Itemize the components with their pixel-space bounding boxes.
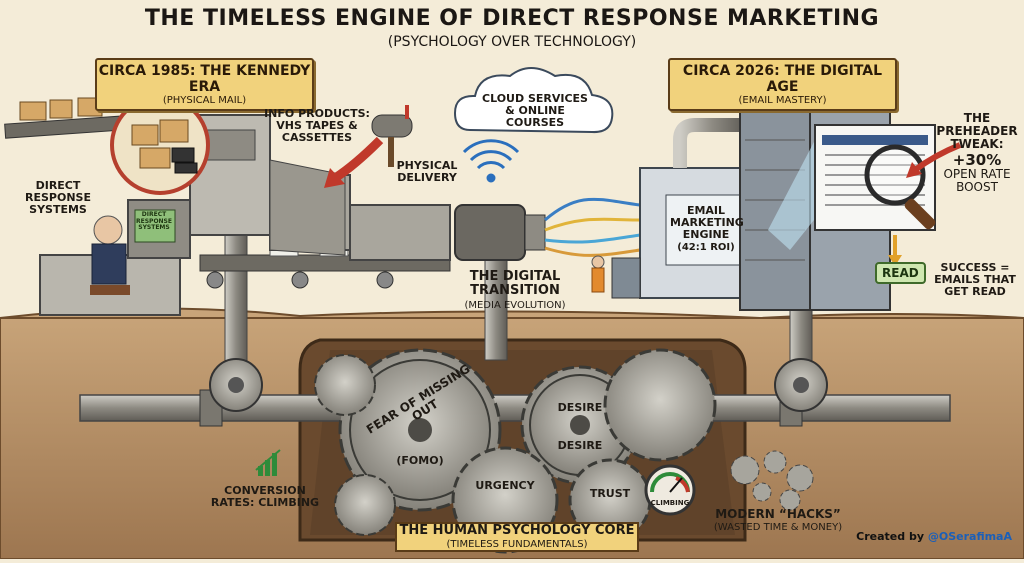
bar-chart-icon: [255, 449, 281, 476]
cloud-icon: [453, 67, 614, 134]
digital-transition-sub: (MEDIA EVOLUTION): [464, 299, 566, 311]
hacks-title: MODERN “HACKS”: [715, 507, 841, 521]
era-left-subtitle: (PHYSICAL MAIL): [162, 95, 247, 106]
preheader-callout: THE PREHEADER TWEAK: +30% OPEN RATE BOOS…: [935, 111, 1019, 195]
physical-delivery-label: PHYSICAL DELIVERY: [396, 159, 458, 185]
gauge-icon: [644, 464, 696, 516]
hacks-sub: (WASTED TIME & MONEY): [713, 522, 843, 534]
core-label: THE HUMAN PSYCHOLOGY CORE (TIMELESS FUND…: [395, 522, 639, 553]
core-title: THE HUMAN PSYCHOLOGY CORE: [399, 523, 635, 538]
psychology-core-gears: [314, 348, 717, 554]
page-subtitle: (PSYCHOLOGY OVER TECHNOLOGY): [387, 34, 637, 50]
magnifier-icon: [864, 144, 936, 230]
email-engine-label: EMAIL MARKETING ENGINE (42:1 ROI): [670, 204, 744, 254]
gear-desire-label-2: DESIRE: [557, 439, 603, 452]
era-right-subtitle: (EMAIL MASTERY): [738, 95, 827, 106]
direct-response-desk: [39, 199, 191, 316]
era-left-banner: CIRCA 1985: THE KENNEDY ERA (PHYSICAL MA…: [95, 58, 314, 111]
read-arrow-head: [888, 255, 902, 266]
conversion-label: CONVERSION RATES: CLIMBING: [210, 484, 320, 510]
red-arrow-icon: [332, 136, 384, 182]
era-left-title: CIRCA 1985: THE KENNEDY ERA: [98, 63, 311, 95]
email-inbox-monitor: [768, 124, 936, 250]
email-engine-sub: (42:1 ROI): [677, 242, 735, 254]
preheader-arrow: [913, 142, 962, 173]
hacks-label: MODERN “HACKS” (WASTED TIME & MONEY): [708, 507, 848, 534]
preheader-arrow-head: [906, 162, 922, 178]
page-title: THE TIMELESS ENGINE OF DIRECT RESPONSE M…: [144, 6, 880, 31]
cloud-label: CLOUD SERVICES & ONLINE COURSES: [482, 92, 588, 130]
modern-hacks-gears: [730, 450, 814, 511]
gear-fomo-sub: (FOMO): [396, 454, 444, 467]
gear-trust-label: TRUST: [589, 487, 631, 500]
era-right-banner: CIRCA 2026: THE DIGITAL AGE (EMAIL MASTE…: [668, 58, 897, 111]
digital-transition-tunnel: [454, 197, 641, 261]
gear-desire-label: DESIRE: [557, 401, 603, 414]
red-arrow-head: [324, 168, 345, 188]
digital-transition-title: THE DIGITAL TRANSITION: [469, 269, 561, 299]
wifi-icon: [462, 139, 520, 183]
credit-line: Created by @OSerafimaA: [856, 530, 1012, 543]
info-products-label: INFO PRODUCTS: VHS TAPES & CASSETTES: [264, 107, 370, 145]
gauge-label: CLIMBING: [650, 499, 690, 507]
mailbox-icon: [371, 105, 413, 167]
credit-handle[interactable]: @OSerafimaA: [927, 530, 1012, 543]
preheader-stat: +30%: [952, 150, 1002, 169]
preheader-rest: OPEN RATE BOOST: [943, 167, 1011, 195]
core-sub: (TIMELESS FUNDAMENTALS): [446, 539, 588, 551]
gear-urgency-label: URGENCY: [475, 479, 535, 492]
digital-transition-label: THE DIGITAL TRANSITION (MEDIA EVOLUTION): [455, 269, 575, 311]
direct-screen-label: DIRECT RESPONSE SYSTEMS: [136, 211, 172, 232]
read-tag: READ: [875, 262, 926, 284]
era-right-title: CIRCA 2026: THE DIGITAL AGE: [682, 63, 883, 95]
email-engine-title: EMAIL MARKETING ENGINE: [670, 204, 744, 242]
credit-prefix: Created by: [856, 530, 928, 543]
magnified-products-circle: [110, 95, 210, 195]
success-label: SUCCESS = EMAILS THAT GET READ: [934, 261, 1016, 299]
preheader-title: THE PREHEADER TWEAK:: [936, 111, 1018, 152]
direct-response-label: DIRECT RESPONSE SYSTEMS: [25, 179, 91, 217]
